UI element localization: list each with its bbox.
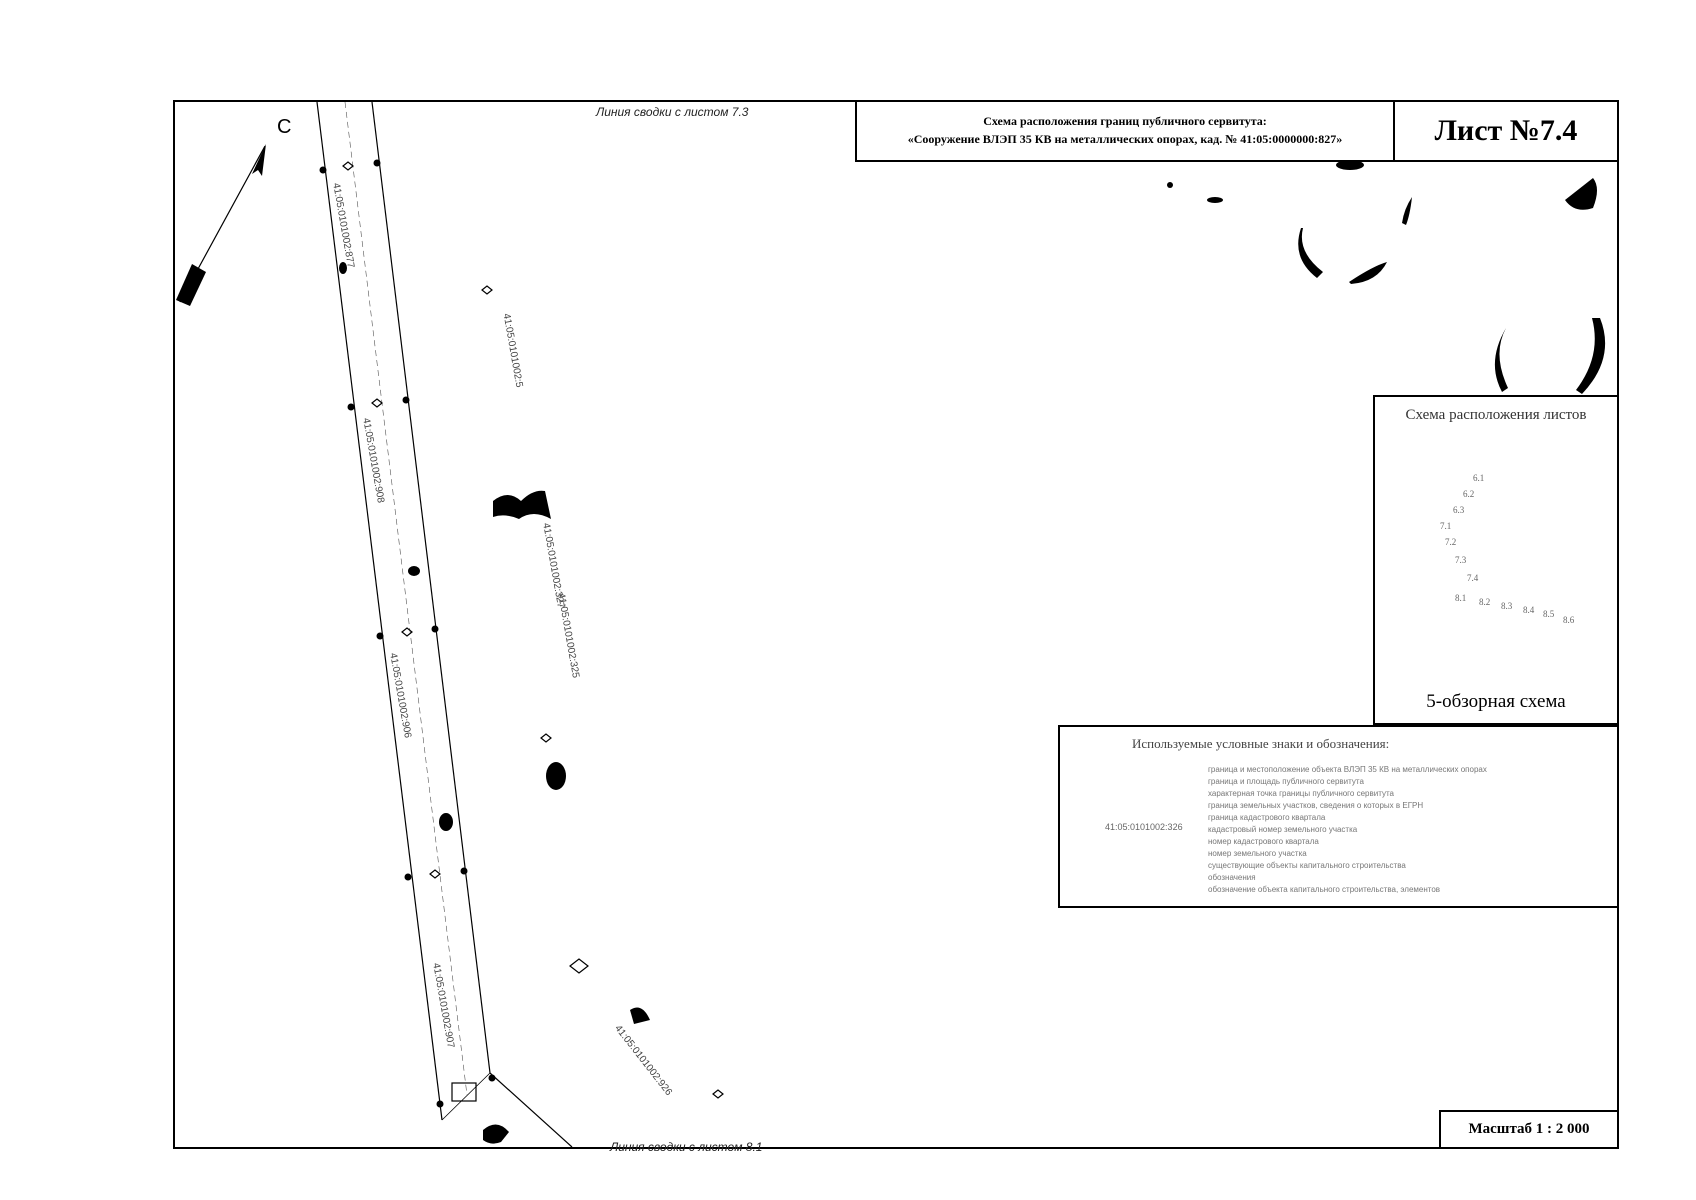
legend-row: характерная точка границы публичного сер…: [1208, 789, 1394, 798]
overview-label: 8.4: [1523, 605, 1535, 615]
legend-row: граница и местоположение объекта ВЛЭП 35…: [1208, 765, 1487, 774]
overview-label: 7.4: [1467, 573, 1479, 583]
legend-row: номер кадастрового квартала: [1208, 837, 1319, 846]
overview-title: Схема расположения листов: [1405, 407, 1587, 423]
overview-label: 8.5: [1543, 609, 1555, 619]
link-label-bottom: Линия сводки с листом 8.1: [610, 1140, 763, 1154]
legend-row: граница и площадь публичного сервитута: [1208, 777, 1364, 786]
overview-label: 7.1: [1440, 521, 1452, 531]
overview-caption: 5-обзорная схема: [1426, 691, 1566, 712]
overview-label: 7.3: [1455, 555, 1467, 565]
tower-symbols: [342, 161, 724, 1102]
legend-row: граница земельных участков, сведения о к…: [1208, 801, 1424, 810]
overview-label: 8.3: [1501, 601, 1513, 611]
sheet-number: Лист №7.4: [1393, 100, 1619, 162]
overview-label: 6.1: [1473, 473, 1485, 483]
corridor-right-boundary: [371, 101, 491, 1074]
overview-label: 8.1: [1455, 593, 1467, 603]
boundary-points: [319, 159, 496, 1108]
legend-panel: Используемые условные знаки и обозначени…: [1058, 725, 1619, 908]
legend-row: обозначение объекта капитального строите…: [1208, 885, 1441, 894]
legend-row: граница кадастрового квартала: [1208, 813, 1326, 822]
north-label: С: [277, 116, 292, 138]
legend-row: номер земельного участка: [1208, 849, 1307, 858]
north-arrow-icon: [176, 144, 266, 306]
overview-label: 7.2: [1445, 537, 1457, 547]
legend-row: существующие объекты капитального строит…: [1208, 861, 1406, 870]
terrain-blobs: [339, 160, 1606, 1144]
legend-row: кадастровый номер земельного участка: [1208, 825, 1358, 834]
link-line-bottom: [489, 1072, 573, 1148]
scale-label: Масштаб 1 : 2 000: [1439, 1110, 1619, 1149]
legend-title: Используемые условные знаки и обозначени…: [1132, 736, 1390, 751]
overview-label: 6.3: [1453, 505, 1465, 515]
legend-row: обозначения: [1208, 873, 1256, 882]
title-line-2: «Сооружение ВЛЭП 35 КВ на металлических …: [907, 132, 1343, 146]
link-label-top: Линия сводки с листом 7.3: [596, 105, 749, 119]
corridor-left-boundary: [316, 101, 443, 1121]
legend-cadastral-sample: 41:05:0101002:326: [1105, 822, 1183, 832]
corridor-cross-boundary: [441, 1072, 491, 1121]
title-line-1: Схема расположения границ публичного сер…: [983, 114, 1267, 128]
overview-label: 8.2: [1479, 597, 1491, 607]
overview-label: 8.6: [1563, 615, 1575, 625]
overview-panel: Схема расположения листов 6.1 6.2 6.3 7.…: [1373, 395, 1619, 725]
title-block: Схема расположения границ публичного сер…: [855, 100, 1395, 162]
corridor-centerline: [344, 101, 468, 1096]
overview-label: 6.2: [1463, 489, 1475, 499]
